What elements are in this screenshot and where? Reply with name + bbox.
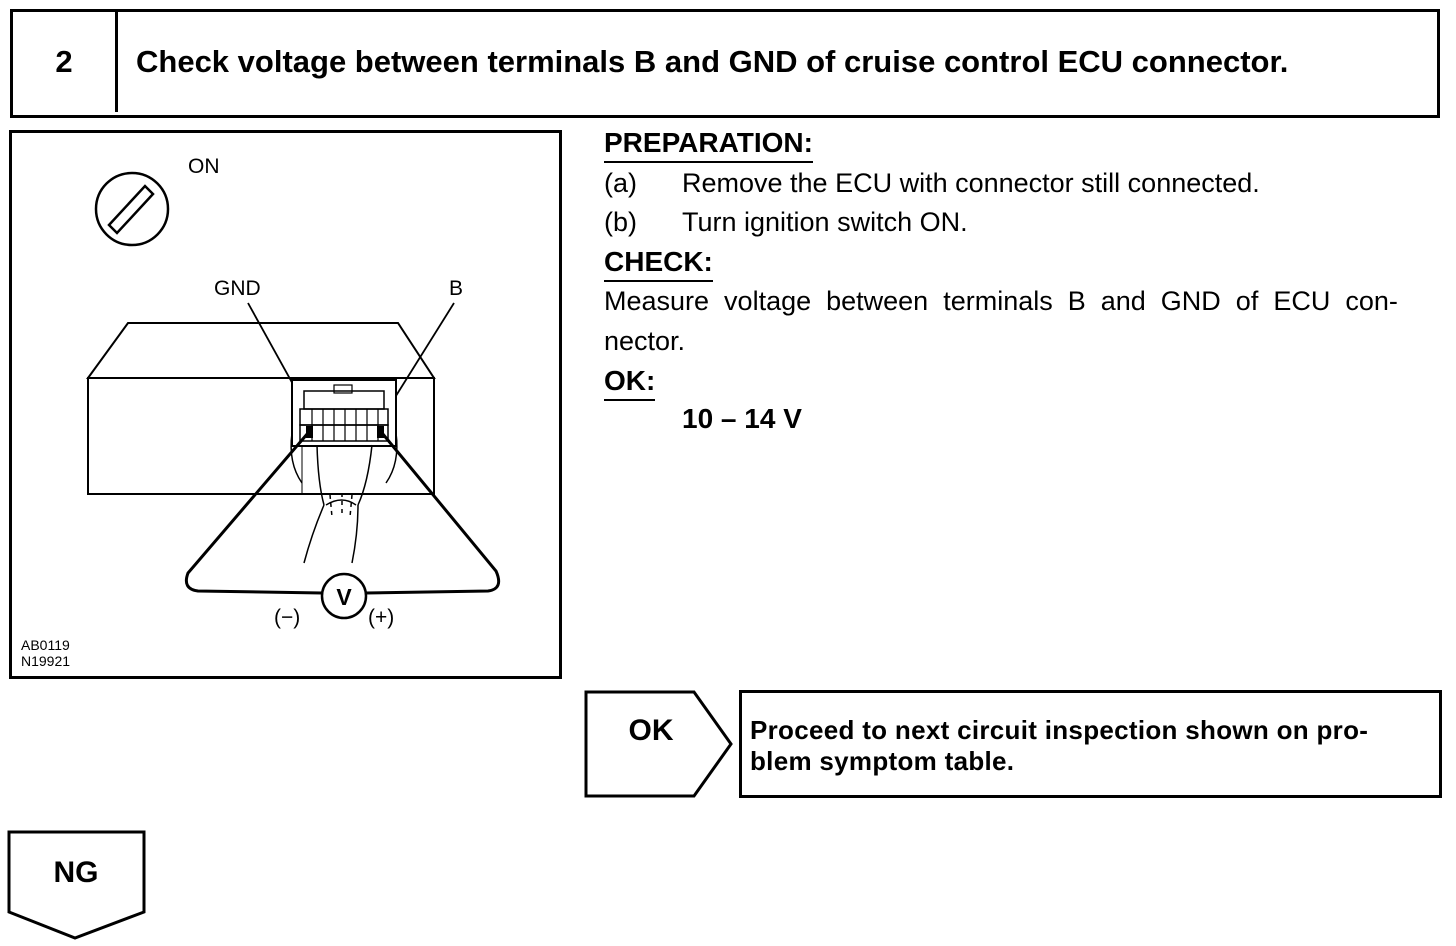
prep-step-b: (b) Turn ignition switch ON. (604, 205, 968, 239)
negative-probe-label: (−) (274, 606, 300, 629)
ok-spec-heading: OK: (604, 364, 656, 401)
preparation-heading: PREPARATION: (604, 126, 813, 163)
prep-step-a: (a) Remove the ECU with connector still c… (604, 166, 1260, 200)
ok-spec-value: 10 – 14 V (682, 403, 802, 434)
b-terminal-label: B (449, 277, 463, 300)
step-number: 2 (55, 44, 73, 79)
ok-result-line-2: blem symptom table. (750, 746, 1015, 776)
prep-step-b-marker: (b) (604, 207, 637, 237)
ok-arrow-shape (584, 690, 733, 798)
test-leads (184, 432, 501, 595)
ecu-connector (290, 379, 398, 484)
voltmeter-symbol: V (336, 584, 352, 610)
figure-code-2: N19921 (21, 653, 70, 669)
ok-result-box: Proceed to next circuit inspection shown… (739, 690, 1442, 798)
ignition-switch-icon (94, 171, 170, 247)
connector-illustration: ON GND B (9, 130, 562, 679)
ok-result-text: Proceed to next circuit inspection shown… (750, 715, 1430, 777)
prep-step-b-text: Turn ignition switch ON. (682, 207, 968, 237)
step-title: Check voltage between terminals B and GN… (136, 44, 1289, 79)
prep-step-a-marker: (a) (604, 168, 637, 198)
ignition-on-label: ON (188, 155, 220, 178)
ok-result-label: OK (628, 714, 674, 747)
check-line-1: Measure voltage between terminals B and … (604, 286, 1398, 316)
prep-step-a-text: Remove the ECU with connector still conn… (682, 168, 1260, 198)
check-line-2: nector. (604, 326, 686, 356)
positive-probe-label: (+) (368, 606, 394, 629)
wire-harness (303, 444, 373, 564)
check-heading: CHECK: (604, 245, 713, 282)
voltmeter-icon (320, 572, 368, 620)
ok-result-line-1: Proceed to next circuit inspection shown… (750, 715, 1369, 745)
gnd-terminal-label: GND (214, 277, 261, 300)
ng-arrow-shape (7, 830, 146, 940)
step-header (10, 9, 1440, 118)
figure-code-1: AB0119 (21, 637, 70, 653)
ng-result-label: NG (53, 856, 99, 889)
header-divider (115, 12, 118, 112)
